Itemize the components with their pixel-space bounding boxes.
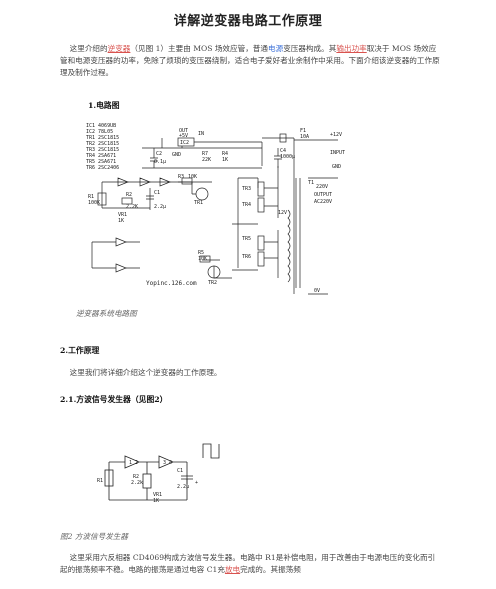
link-discharge[interactable]: 放电 xyxy=(224,565,241,574)
schematic-labels: OUT +5V IC2 GND IN C2 0.1μ R7 22K R4 1K … xyxy=(88,128,345,294)
svg-text:10K: 10K xyxy=(198,256,207,262)
section-heading-principle: 2.工作原理 xyxy=(60,346,100,355)
svg-text:100K: 100K xyxy=(88,200,100,206)
part-ic2: IC2 78L05 xyxy=(86,129,113,135)
svg-text:C1: C1 xyxy=(154,190,160,196)
svg-text:1K: 1K xyxy=(118,218,124,224)
svg-text:2.2k: 2.2k xyxy=(131,480,143,486)
svg-text:VR1: VR1 xyxy=(118,212,127,218)
svg-text:1K: 1K xyxy=(153,498,159,504)
svg-text:TR6: TR6 xyxy=(242,254,251,260)
section-heading-square-wave: 2.1.方波信号发生器（见图2） xyxy=(60,395,168,404)
svg-text:+12V: +12V xyxy=(330,132,342,138)
svg-text:R1: R1 xyxy=(88,194,94,200)
svg-text:+: + xyxy=(195,480,198,486)
website-watermark: Yopinc.126.com xyxy=(146,280,197,287)
svg-text:AC220V: AC220V xyxy=(314,199,332,205)
part-ic1: IC1 4069UB xyxy=(86,123,116,129)
svg-text:3: 3 xyxy=(163,460,166,466)
page-title: 详解逆变器电路工作原理 xyxy=(173,14,323,29)
svg-text:TR3: TR3 xyxy=(242,186,251,192)
svg-text:OUTPUT: OUTPUT xyxy=(314,192,332,198)
svg-text:10K: 10K xyxy=(188,174,197,180)
svg-text:F1: F1 xyxy=(300,128,306,134)
svg-text:T1: T1 xyxy=(308,180,314,186)
figure2-caption: 图2 方波信号发生器 xyxy=(60,532,128,541)
principle-paragraph: 这里我们将详细介绍这个逆变器的工作原理。 xyxy=(69,368,222,377)
svg-text:220V: 220V xyxy=(316,184,328,190)
svg-text:C4: C4 xyxy=(280,148,286,154)
svg-text:GND: GND xyxy=(332,164,341,170)
part-tr2: TR2 2SC1815 xyxy=(86,141,119,147)
link-inverter[interactable]: 逆变器 xyxy=(107,44,131,53)
svg-text:22K: 22K xyxy=(202,157,211,163)
svg-text:1: 1 xyxy=(129,460,132,466)
svg-text:C1: C1 xyxy=(177,468,183,474)
svg-text:IN: IN xyxy=(198,131,204,137)
intro-paragraph: 这里介绍的逆变器（见图 1）主要由 MOS 场效应管，普通电源变压器构成。其输出… xyxy=(60,44,440,77)
svg-text:R3: R3 xyxy=(178,174,184,180)
svg-text:1000μ: 1000μ xyxy=(280,154,295,160)
svg-text:VR1: VR1 xyxy=(153,492,162,498)
part-tr1: TR1 2SC1815 xyxy=(86,135,119,141)
svg-text:2.2K: 2.2K xyxy=(126,204,138,210)
svg-text:2.2μ: 2.2μ xyxy=(154,204,166,210)
svg-text:TR1: TR1 xyxy=(194,200,203,206)
svg-text:C2: C2 xyxy=(156,151,162,157)
svg-text:R7: R7 xyxy=(202,151,208,157)
part-tr6: TR6 2SC2406 xyxy=(86,165,119,171)
svg-text:10A: 10A xyxy=(300,134,309,140)
svg-text:R2: R2 xyxy=(133,474,139,480)
svg-text:0V: 0V xyxy=(314,288,320,294)
oscillator-paragraph: 这里采用六反相器 CD4069构成方波信号发生器。电路中 R1是补偿电阻，用于改… xyxy=(60,553,436,574)
parts-list: IC1 4069UB IC2 78L05 TR1 2SC1815 TR2 2SC… xyxy=(86,123,119,171)
square-wave-generator-schematic: R1 1 2 3 4 R2 2.2k VR1 1K C1 2.2μ + xyxy=(97,443,220,504)
svg-text:2: 2 xyxy=(135,460,138,466)
svg-text:GND: GND xyxy=(172,152,181,158)
svg-text:1K: 1K xyxy=(222,157,228,163)
svg-text:2.2μ: 2.2μ xyxy=(177,484,189,490)
svg-text:TR2: TR2 xyxy=(208,280,217,286)
part-tr4: TR4 2SA671 xyxy=(86,153,116,159)
svg-text:R1: R1 xyxy=(97,478,103,484)
schematic-wires xyxy=(91,133,338,295)
svg-text:INPUT: INPUT xyxy=(330,150,345,156)
svg-text:OUT: OUT xyxy=(179,128,188,134)
link-output-power[interactable]: 输出功率 xyxy=(336,44,367,53)
svg-text:R4: R4 xyxy=(222,151,228,157)
svg-text:+5V: +5V xyxy=(179,133,188,139)
figure1-caption: 逆变器系统电路图 xyxy=(76,309,137,318)
inverter-schematic: IC1 4069UB IC2 78L05 TR1 2SC1815 TR2 2SC… xyxy=(86,123,345,295)
part-tr5: TR5 2SA671 xyxy=(86,159,116,165)
svg-text:R5: R5 xyxy=(198,250,204,256)
svg-text:4: 4 xyxy=(169,460,172,466)
svg-text:R2: R2 xyxy=(126,192,132,198)
svg-text:TR5: TR5 xyxy=(242,236,251,242)
link-power-supply[interactable]: 电源 xyxy=(268,44,284,53)
svg-text:IC2: IC2 xyxy=(180,140,189,146)
section-heading-circuit: 1.电路图 xyxy=(88,101,120,110)
svg-text:12V: 12V xyxy=(278,210,287,216)
part-tr3: TR3 2SC1815 xyxy=(86,147,119,153)
svg-text:0.1μ: 0.1μ xyxy=(154,159,166,165)
svg-text:TR4: TR4 xyxy=(242,202,251,208)
